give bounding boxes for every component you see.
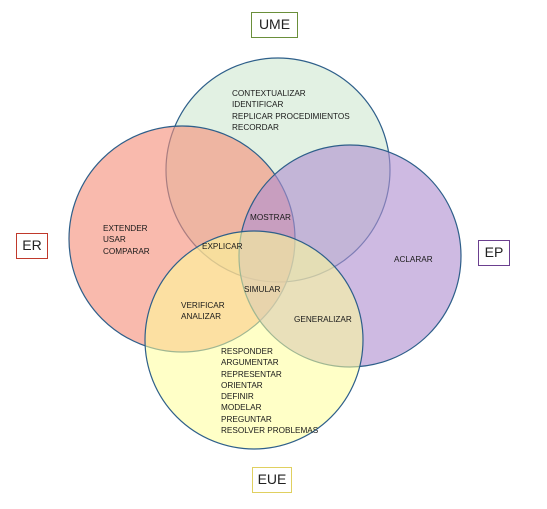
region-word: RESPONDER <box>221 347 273 356</box>
region-word: USAR <box>103 235 126 245</box>
circle-eue <box>144 230 364 450</box>
region-word: ORIENTAR <box>221 380 263 390</box>
region-ume-er-eue: EXPLICAR <box>202 241 243 252</box>
region-ep-eue: GENERALIZAR <box>294 314 352 325</box>
region-all-four: SIMULAR <box>244 284 280 295</box>
region-er-only: EXTENDER USAR COMPARAR <box>103 223 150 257</box>
region-word: CONTEXTUALIZAR <box>232 89 306 98</box>
region-word: PREGUNTAR <box>221 414 272 424</box>
region-word: DEFINIR <box>221 392 254 402</box>
region-word: REPLICAR PROCEDIMIENTOS <box>232 111 350 121</box>
label-ume: UME <box>251 12 298 38</box>
region-ume-only: CONTEXTUALIZAR IDENTIFICAR REPLICAR PROC… <box>232 88 350 133</box>
region-word: SIMULAR <box>244 285 281 294</box>
region-word: GENERALIZAR <box>294 315 352 324</box>
region-ume-er-ep: MOSTRAR <box>250 212 291 223</box>
region-word: VERIFICAR <box>181 301 225 310</box>
region-word: MOSTRAR <box>250 213 291 222</box>
region-word: REPRESENTAR <box>221 369 282 379</box>
label-eue: EUE <box>252 467 292 493</box>
region-word: EXTENDER <box>103 224 148 233</box>
region-ep-only: ACLARAR <box>394 254 433 265</box>
region-word: RECORDAR <box>232 122 279 132</box>
region-word: COMPARAR <box>103 246 150 256</box>
region-word: EXPLICAR <box>202 242 243 251</box>
region-word: MODELAR <box>221 403 262 413</box>
region-word: IDENTIFICAR <box>232 100 284 110</box>
region-word: RESOLVER PROBLEMAS <box>221 426 319 436</box>
region-eue-only: RESPONDER ARGUMENTAR REPRESENTAR ORIENTA… <box>221 346 318 436</box>
region-word: ACLARAR <box>394 255 433 264</box>
region-word: ANALIZAR <box>181 312 222 322</box>
label-er: ER <box>16 233 48 259</box>
region-er-eue: VERIFICAR ANALIZAR <box>181 300 225 323</box>
region-word: ARGUMENTAR <box>221 358 279 368</box>
label-ep: EP <box>478 240 510 266</box>
